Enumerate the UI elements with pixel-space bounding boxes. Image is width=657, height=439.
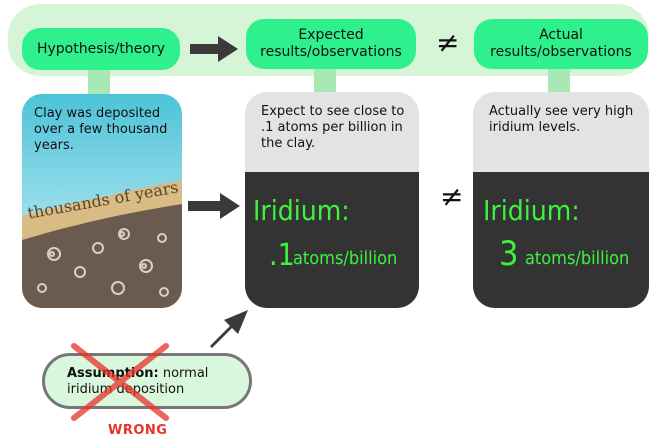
actual-stem [548,60,570,100]
expected-unit: atoms/billion [293,248,398,269]
expected-pill: Expected results/observations [246,19,416,69]
clay-layers-illustration [22,94,182,308]
results-not-equal-symbol: ≠ [440,180,464,213]
wrong-label: WRONG [108,423,168,438]
hypothesis-to-expected-arrow-icon [190,36,238,62]
expected-label: Expected results/observations [260,27,402,60]
wrong-cross-icon [71,343,169,421]
assumption-to-expected-arrow-icon [210,310,248,348]
actual-description: Actually see very high iridium levels. [489,104,634,135]
expected-display: Iridium: .1 atoms/billion [245,172,419,308]
expected-panel: Expect to see close to .1 atoms per bill… [245,92,419,308]
actual-element-label: Iridium: [483,194,580,227]
clay-to-expected-arrow-icon [188,193,240,219]
expected-description: Expect to see close to .1 atoms per bill… [261,104,405,151]
clay-panel: Clay was deposited over a few thousand y… [22,94,182,308]
actual-pill: Actual results/observations [474,19,648,69]
actual-display: Iridium: 3 atoms/billion [473,172,649,308]
actual-label: Actual results/observations [490,27,632,60]
hypothesis-pill: Hypothesis/theory [22,28,180,70]
expected-stem [314,60,336,100]
actual-unit: atoms/billion [525,248,630,269]
actual-value: 3 [499,234,519,274]
header-not-equal-symbol: ≠ [436,26,460,59]
clay-description: Clay was deposited over a few thousand y… [34,106,168,153]
expected-value: .1 [269,238,295,273]
actual-panel: Actually see very high iridium levels. I… [473,92,649,308]
expected-element-label: Iridium: [253,194,350,227]
hypothesis-label: Hypothesis/theory [36,40,166,57]
